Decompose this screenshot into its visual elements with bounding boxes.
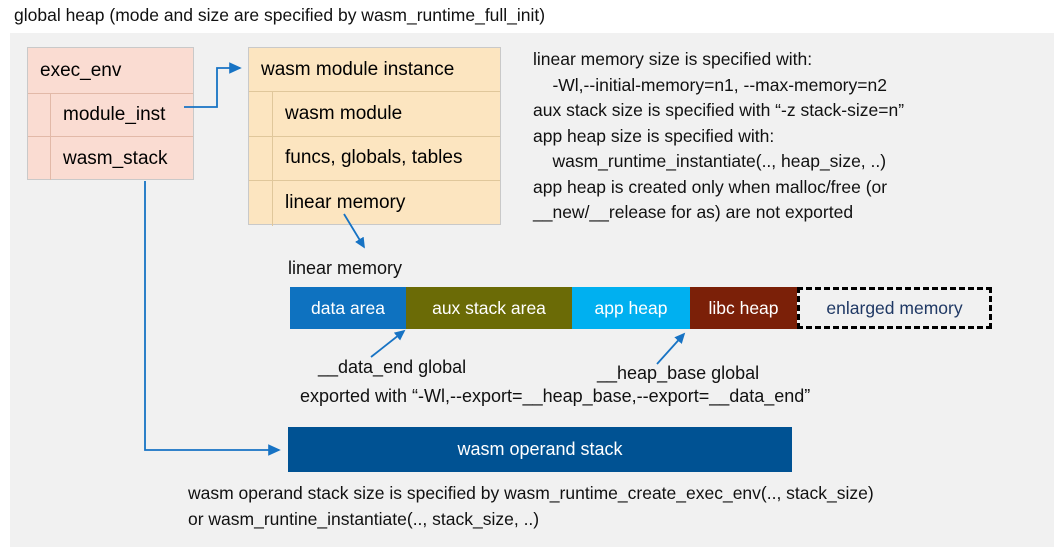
module-instance-header-row: wasm module instance (249, 48, 500, 92)
exec-env-field-module-inst: module_inst (28, 94, 193, 137)
data-end-annotation: __data_end global (318, 357, 467, 377)
memory-segment-label: libc heap (708, 297, 779, 318)
wasm-stack-label: wasm_stack (63, 147, 168, 169)
field-body: module_inst (51, 94, 193, 136)
wasm-module-instance-box: wasm module instance wasm module funcs, … (248, 47, 501, 226)
field-body: funcs, globals, tables (273, 137, 500, 181)
module-instance-field-funcs-globals-tables: funcs, globals, tables (249, 136, 500, 181)
funcs-globals-tables-label: funcs, globals, tables (285, 147, 463, 169)
memory-segment-data-area: data area (290, 287, 406, 329)
module-instance-field-wasm-module: wasm module (249, 92, 500, 137)
indent-column (249, 92, 273, 136)
wasm-operand-stack-box: wasm operand stack (288, 427, 792, 472)
exec-env-field-wasm-stack: wasm_stack (28, 137, 193, 180)
memory-segment-libc-heap: libc heap (690, 287, 797, 329)
field-body: wasm_stack (51, 137, 193, 180)
memory-segment-label: data area (311, 297, 385, 318)
heap-base-annotation: __heap_base global (597, 363, 760, 383)
exported-annotation: exported with “-Wl,--export=__heap_base,… (300, 386, 811, 406)
indent-column (249, 181, 273, 226)
exec-env-header-row: exec_env (28, 48, 193, 94)
diagram-title: global heap (mode and size are specified… (14, 5, 546, 25)
linear-memory-caption: linear memory (288, 258, 403, 278)
indent-column (249, 136, 273, 180)
exec-env-box: exec_env module_inst wasm_stack (27, 47, 194, 180)
indent-column (28, 137, 51, 180)
memory-segment-app-heap: app heap (572, 287, 690, 329)
wasm-operand-stack-label: wasm operand stack (457, 439, 623, 459)
linear-memory-bar: data area aux stack area app heap libc heap… (290, 287, 992, 329)
memory-segment-label: enlarged memory (826, 297, 963, 318)
wasm-module-label: wasm module (285, 102, 403, 124)
field-body: linear memory (273, 181, 500, 226)
operand-stack-caption: wasm operand stack size is specified by … (188, 483, 874, 529)
memory-segment-label: aux stack area (432, 297, 546, 318)
module-instance-header-label: wasm module instance (261, 58, 455, 80)
linear-memory-info-text: linear memory size is specified with: -W… (533, 49, 905, 222)
indent-column (28, 94, 51, 136)
memory-segment-label: app heap (594, 297, 668, 318)
linear-memory-label: linear memory (285, 192, 406, 214)
module-instance-field-linear-memory: linear memory (249, 181, 500, 226)
module-inst-label: module_inst (63, 104, 166, 125)
memory-segment-enlarged-memory: enlarged memory (797, 287, 992, 329)
exec-env-header-label: exec_env (40, 59, 122, 81)
field-body: wasm module (273, 92, 500, 136)
memory-segment-aux-stack-area: aux stack area (406, 287, 572, 329)
